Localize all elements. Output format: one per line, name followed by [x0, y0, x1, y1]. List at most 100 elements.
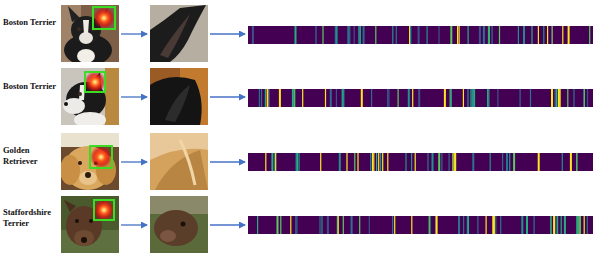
feature-value	[463, 216, 464, 234]
feature-value	[412, 89, 413, 107]
feature-value	[554, 89, 555, 107]
feature-value	[454, 153, 456, 171]
feature-value	[551, 89, 553, 107]
feature-value	[458, 216, 460, 234]
feature-value	[343, 216, 344, 234]
feature-value	[561, 216, 562, 234]
feature-value	[388, 89, 389, 107]
feature-value	[376, 153, 377, 171]
feature-value	[483, 26, 484, 44]
feature-value	[457, 26, 458, 44]
feature-value	[411, 153, 412, 171]
breed-label: Boston Terrier	[3, 81, 57, 92]
feature-value	[295, 216, 296, 234]
feature-value	[483, 26, 484, 44]
feature-value	[396, 26, 397, 44]
feature-value	[299, 153, 300, 171]
dog-photo	[61, 68, 119, 125]
feature-value	[506, 153, 508, 171]
feature-value	[261, 89, 262, 107]
feature-value	[410, 26, 411, 44]
feature-value	[488, 26, 489, 44]
feature-value	[573, 89, 574, 107]
feature-value	[346, 153, 347, 171]
feature-value	[524, 26, 525, 44]
feature-value	[410, 26, 411, 44]
feature-value	[472, 153, 474, 171]
feature-value	[360, 26, 361, 44]
feature-value	[477, 216, 478, 234]
feature-value	[454, 153, 456, 171]
feature-value	[336, 26, 338, 44]
feature-value	[315, 26, 316, 44]
feature-value	[568, 26, 570, 44]
feature-value	[342, 89, 343, 107]
feature-value	[280, 216, 281, 234]
feature-value	[408, 89, 410, 107]
feature-value	[567, 89, 568, 107]
feature-value	[492, 216, 494, 234]
feature-value	[521, 216, 523, 234]
feature-value	[394, 216, 395, 234]
feature-value	[523, 26, 524, 44]
feature-value	[370, 153, 371, 171]
feature-value	[490, 153, 491, 171]
feature-value	[319, 216, 320, 234]
feature-value	[562, 26, 563, 44]
feature-value	[538, 153, 540, 171]
feature-value	[550, 216, 551, 234]
feature-value	[357, 153, 358, 171]
feature-value	[392, 26, 393, 44]
feature-value	[584, 89, 585, 107]
feature-value	[553, 216, 555, 234]
feature-value	[279, 89, 281, 107]
feature-value	[467, 89, 468, 107]
feature-value	[363, 26, 365, 44]
feature-value	[467, 216, 468, 234]
feature-value	[486, 216, 487, 234]
feature-value	[551, 26, 552, 44]
feature-value	[290, 216, 291, 234]
feature-value	[373, 153, 374, 171]
feature-value	[530, 89, 531, 107]
feature-value	[292, 89, 294, 107]
feature-value	[509, 153, 510, 171]
feature-vector	[248, 153, 593, 171]
feature-value	[382, 153, 383, 171]
feature-value	[271, 153, 273, 171]
feature-value	[429, 216, 430, 234]
feature-value	[564, 216, 566, 234]
feature-value	[492, 26, 493, 44]
feature-value	[497, 89, 498, 107]
feature-value	[432, 153, 434, 171]
feature-value	[398, 89, 399, 107]
feature-vector	[248, 216, 593, 234]
feature-value	[427, 26, 428, 44]
feature-value	[321, 216, 322, 234]
feature-value	[337, 216, 338, 234]
feature-value	[411, 216, 412, 234]
feature-value	[463, 89, 464, 107]
feature-value	[438, 153, 440, 171]
feature-value	[257, 216, 258, 234]
dog-photo	[61, 5, 119, 62]
feature-value	[468, 26, 469, 44]
feature-value	[302, 89, 303, 107]
feature-value	[418, 89, 420, 107]
feature-value	[269, 89, 270, 107]
feature-value	[336, 89, 337, 107]
feature-value	[387, 153, 388, 171]
feature-value	[349, 26, 350, 44]
feature-value	[427, 153, 428, 171]
dog-photo	[61, 133, 119, 190]
feature-value	[472, 89, 474, 107]
feature-value	[347, 26, 349, 44]
feature-value	[450, 89, 451, 107]
feature-value	[354, 26, 355, 44]
crop-patch	[150, 5, 208, 62]
feature-value	[265, 153, 266, 171]
feature-value	[483, 26, 485, 44]
feature-value	[584, 216, 585, 234]
feature-value	[274, 153, 276, 171]
feature-value	[371, 89, 372, 107]
